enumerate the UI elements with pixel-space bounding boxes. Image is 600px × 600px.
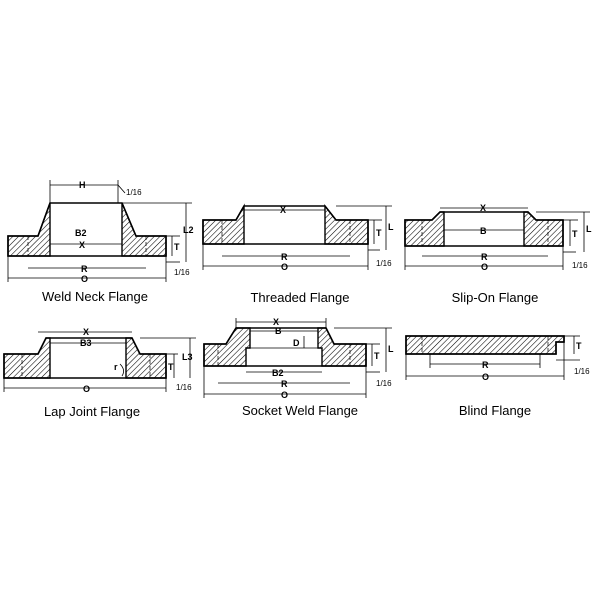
slip-on-section-right <box>523 211 564 247</box>
weld-neck-r-label: R <box>81 264 88 274</box>
weld-neck-o-label: O <box>81 274 88 284</box>
blind-flange: R O T 1/16 Blind Flange <box>405 335 590 418</box>
slip-on-t-label: T <box>572 229 578 239</box>
weld-neck-section-left <box>7 202 51 257</box>
slip-on-section-left <box>404 211 445 247</box>
threaded-r-label: R <box>281 252 288 262</box>
slip-on-flange: X B R O T L 1/16 Slip-On Flange <box>404 203 592 305</box>
threaded-caption: Threaded Flange <box>250 290 349 305</box>
slip-on-gap-label: 1/16 <box>572 261 588 270</box>
weld-neck-section-right <box>121 202 167 257</box>
lap-joint-t-label: T <box>168 362 174 372</box>
blind-o-label: O <box>482 372 489 382</box>
lap-joint-flange: X B3 r O T L3 1/16 Lap Joint Flange <box>3 327 196 419</box>
socket-weld-gap-label: 1/16 <box>376 379 392 388</box>
slip-on-o-label: O <box>481 262 488 272</box>
slip-on-caption: Slip-On Flange <box>452 290 539 305</box>
lap-joint-x-label: X <box>83 327 89 337</box>
socket-weld-b2-label: B2 <box>272 368 284 378</box>
slip-on-r-label: R <box>481 252 488 262</box>
socket-weld-outline <box>203 327 367 367</box>
threaded-l-label: L <box>388 222 394 232</box>
blind-gap-label: 1/16 <box>574 367 590 376</box>
weld-neck-t-label: T <box>174 242 180 252</box>
weld-neck-gap-label: 1/16 <box>174 268 190 277</box>
weld-neck-x-label: X <box>79 240 85 250</box>
socket-weld-t-label: T <box>374 351 380 361</box>
socket-weld-section-left <box>203 327 251 367</box>
lap-joint-outline <box>3 337 167 379</box>
lap-joint-caption: Lap Joint Flange <box>44 404 140 419</box>
socket-weld-d-label: D <box>293 338 300 348</box>
lap-joint-b3-label: B3 <box>80 338 92 348</box>
weld-neck-l2-label: L2 <box>183 225 194 235</box>
threaded-section-right <box>324 203 369 245</box>
lap-joint-gap-label: 1/16 <box>176 383 192 392</box>
weld-neck-b2-label: B2 <box>75 228 87 238</box>
threaded-gap-label: 1/16 <box>376 259 392 268</box>
lap-joint-l3-label: L3 <box>182 352 193 362</box>
threaded-t-label: T <box>376 228 382 238</box>
lap-joint-r-label: r <box>114 362 118 372</box>
weld-neck-caption: Weld Neck Flange <box>42 289 148 304</box>
threaded-outline <box>202 205 369 245</box>
threaded-x-label: X <box>280 205 286 215</box>
threaded-flange: X R O T L 1/16 Threaded Flange <box>202 203 394 305</box>
threaded-o-label: O <box>281 262 288 272</box>
socket-weld-o-label: O <box>281 390 288 400</box>
lap-joint-section-right <box>125 337 167 379</box>
weld-neck-gap-top-label: 1/16 <box>126 188 142 197</box>
socket-weld-section-right <box>317 327 367 367</box>
slip-on-outline <box>404 211 564 247</box>
socket-weld-flange: X B D B2 R O T L 1/16 Socket Weld Flange <box>203 317 394 418</box>
socket-weld-caption: Socket Weld Flange <box>242 403 358 418</box>
blind-caption: Blind Flange <box>459 403 531 418</box>
lap-joint-o-label: O <box>83 384 90 394</box>
weld-neck-outline <box>7 202 167 257</box>
socket-weld-r-label: R <box>281 379 288 389</box>
weld-neck-h-label: H <box>79 180 86 190</box>
socket-weld-l-label: L <box>388 344 394 354</box>
socket-weld-x-label: X <box>273 317 279 327</box>
blind-r-label: R <box>482 360 489 370</box>
weld-neck-flange: H 1/16 B2 X R O T L2 1/16 Weld Neck Flan… <box>7 180 194 304</box>
socket-weld-b-label: B <box>275 326 282 336</box>
blind-section <box>405 335 565 355</box>
slip-on-x-label: X <box>480 203 486 213</box>
threaded-section-left <box>202 203 245 245</box>
blind-t-label: T <box>576 341 582 351</box>
slip-on-b-label: B <box>480 226 487 236</box>
slip-on-l-label: L <box>586 224 592 234</box>
